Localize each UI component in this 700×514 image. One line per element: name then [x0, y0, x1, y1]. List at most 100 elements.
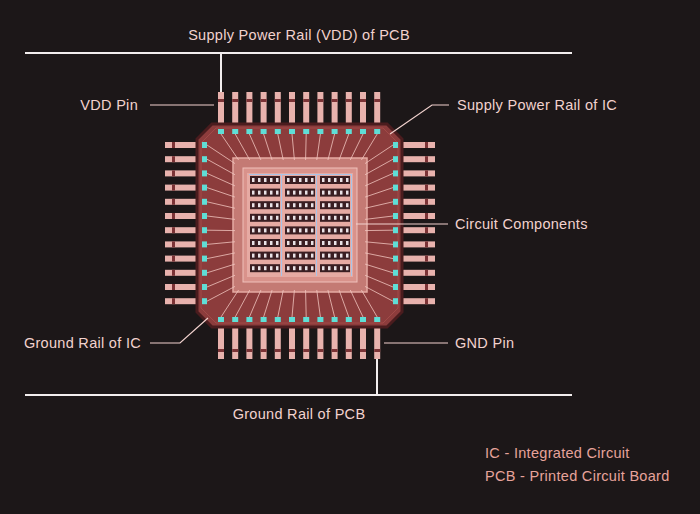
pin	[303, 325, 309, 359]
component-block	[285, 264, 315, 272]
component-block	[285, 214, 315, 222]
pin-mark	[360, 99, 366, 102]
bond-wire	[317, 134, 321, 160]
pin-mark	[172, 256, 175, 262]
component-cell	[346, 241, 349, 245]
component-cell	[334, 241, 337, 245]
pin	[218, 92, 224, 126]
component-cell	[270, 254, 273, 258]
bond-pad	[202, 170, 207, 176]
component-cell	[305, 178, 308, 182]
ground-rail-line	[25, 394, 572, 396]
bond-pad	[393, 213, 398, 219]
component-cell	[305, 191, 308, 195]
bond-pad	[393, 284, 398, 290]
pin-mark	[172, 185, 175, 191]
leader-line	[356, 223, 448, 224]
bond-wire	[339, 134, 349, 160]
bond-wire	[365, 264, 393, 273]
abbreviation-note: IC - Integrated Circuit	[485, 445, 630, 461]
component-cell	[270, 203, 273, 207]
component-block	[250, 201, 280, 209]
pin	[275, 92, 281, 126]
component-cell	[328, 266, 331, 270]
component-cell	[305, 203, 308, 207]
component-block	[250, 264, 280, 272]
pin	[374, 325, 380, 359]
component-cell	[334, 254, 337, 258]
component-cell	[287, 266, 290, 270]
component-cell	[276, 228, 279, 232]
pin-mark	[360, 349, 366, 352]
pin-group	[165, 92, 435, 359]
component-cell	[287, 228, 290, 232]
component-block	[285, 189, 315, 197]
bond-pad	[360, 317, 366, 322]
component-cell	[340, 266, 343, 270]
pin	[289, 325, 295, 359]
component-bus	[351, 175, 352, 276]
pin-mark	[246, 349, 252, 352]
component-cell	[311, 203, 314, 207]
component-block	[285, 252, 315, 260]
component-cell	[252, 228, 255, 232]
component-cell	[252, 216, 255, 220]
bond-wire	[278, 134, 283, 160]
component-cell	[252, 203, 255, 207]
component-cell	[264, 254, 267, 258]
component-cell	[340, 203, 343, 207]
pin	[360, 92, 366, 126]
component-cell	[287, 203, 290, 207]
component-cell	[328, 228, 331, 232]
component-block	[320, 226, 350, 234]
bond-pad	[261, 129, 267, 134]
bond-pad	[232, 317, 238, 322]
component-cell	[328, 191, 331, 195]
pin	[165, 199, 200, 205]
bond-pad	[202, 185, 207, 191]
gnd-pin-label: GND Pin	[455, 335, 514, 351]
bond-wire	[235, 134, 250, 160]
leader-line	[150, 104, 214, 105]
bond-wire	[235, 290, 250, 317]
pin-mark	[172, 241, 175, 247]
component-cell	[258, 266, 261, 270]
pin-mark	[172, 199, 175, 205]
component-cell	[264, 178, 267, 182]
component-cell	[346, 228, 349, 232]
component-cell	[346, 216, 349, 220]
component-cell	[258, 178, 261, 182]
pin	[165, 213, 200, 219]
bond-pad	[393, 185, 398, 191]
component-cell	[311, 254, 314, 258]
pin-mark	[303, 349, 309, 352]
component-cell	[334, 203, 337, 207]
bond-pad	[289, 129, 295, 134]
pin	[165, 270, 200, 276]
pin-mark	[289, 349, 295, 352]
component-cell	[270, 241, 273, 245]
pin-mark	[425, 227, 428, 233]
bond-pad	[317, 129, 323, 134]
pin-mark	[172, 227, 175, 233]
pin-mark	[332, 99, 338, 102]
pin-mark	[218, 349, 224, 352]
component-cell	[299, 241, 302, 245]
component-cell	[252, 241, 255, 245]
component-cell	[328, 203, 331, 207]
bond-pad	[393, 156, 398, 162]
bond-pad	[393, 227, 398, 233]
component-cell	[276, 254, 279, 258]
bond-wire	[365, 188, 393, 197]
component-cell	[334, 191, 337, 195]
pin	[261, 325, 267, 359]
component-block	[320, 264, 350, 272]
bond-wire	[264, 290, 272, 317]
bond-wire	[328, 134, 335, 160]
bond-wire	[207, 202, 235, 208]
component-block	[320, 189, 350, 197]
bond-pad	[202, 241, 207, 247]
component-cell	[293, 254, 296, 258]
component-cell	[299, 266, 302, 270]
component-cell	[299, 254, 302, 258]
